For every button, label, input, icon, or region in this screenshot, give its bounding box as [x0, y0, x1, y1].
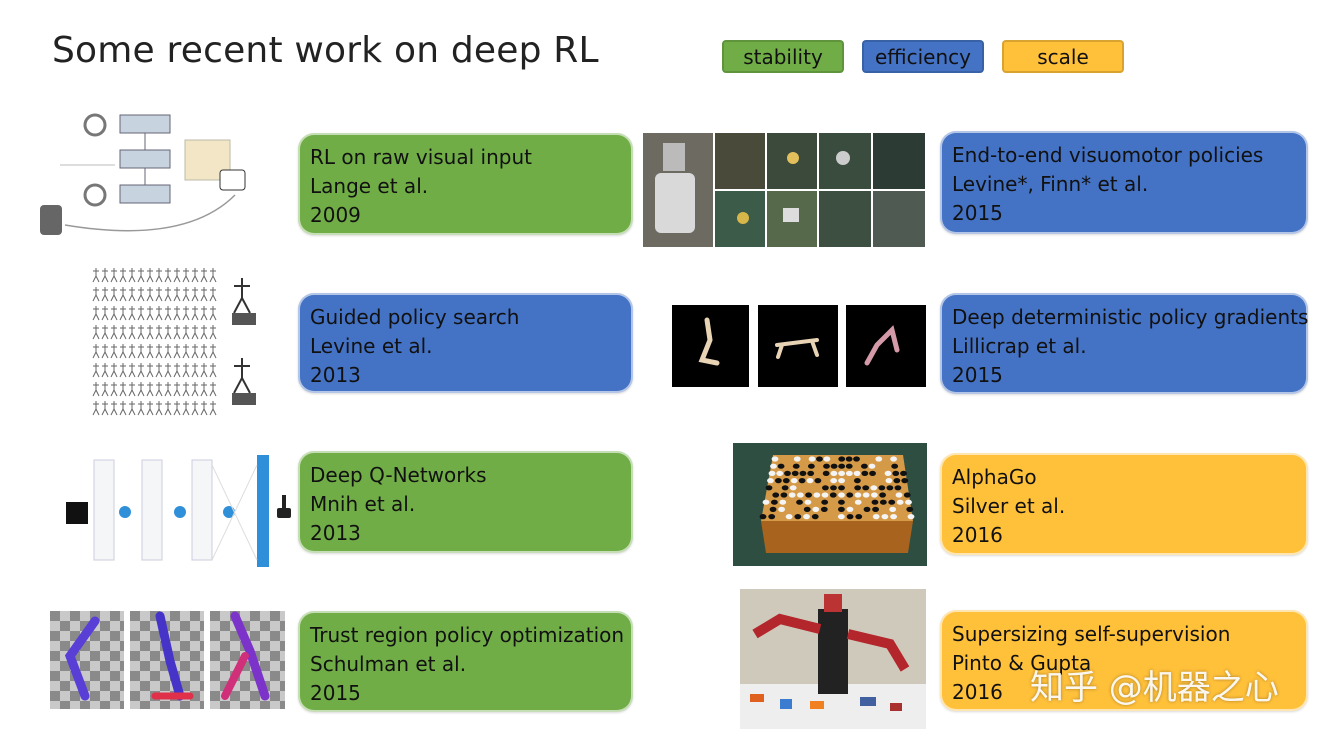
card-year: 2013	[310, 521, 361, 545]
card-authors: Lillicrap et al.	[952, 334, 1087, 358]
supersizing-robot-photo	[740, 589, 926, 729]
alphago-board	[733, 443, 927, 566]
card-title: Trust region policy optimization	[310, 623, 625, 647]
legend-efficiency: efficiency	[862, 40, 984, 73]
card-year: 2013	[310, 363, 361, 387]
legend-scale: scale	[1002, 40, 1124, 73]
card-title: End-to-end visuomotor policies	[952, 143, 1264, 167]
card-title: Deep deterministic policy gradients	[952, 305, 1309, 329]
card-supersizing: Supersizing self-supervision Pinto & Gup…	[940, 610, 1308, 711]
rl-visual-diagram	[35, 105, 290, 245]
card-ddpg: Deep deterministic policy gradients Lill…	[940, 293, 1308, 394]
card-title: Guided policy search	[310, 305, 520, 329]
card-year: 2016	[952, 523, 1003, 547]
card-authors: Pinto & Gupta	[952, 651, 1092, 675]
card-title: Deep Q-Networks	[310, 463, 487, 487]
card-authors: Silver et al.	[952, 494, 1066, 518]
card-year: 2015	[952, 201, 1003, 225]
card-year: 2015	[310, 681, 361, 705]
card-year: 2015	[952, 363, 1003, 387]
legend-stability: stability	[722, 40, 844, 73]
card-visuomotor: End-to-end visuomotor policies Levine*, …	[940, 131, 1308, 234]
card-title: Supersizing self-supervision	[952, 622, 1231, 646]
card-title: RL on raw visual input	[310, 145, 532, 169]
card-year: 2009	[310, 203, 361, 227]
card-trpo: Trust region policy optimization Schulma…	[298, 611, 633, 712]
card-authors: Levine et al.	[310, 334, 433, 358]
guided-policy-figures	[92, 258, 272, 418]
card-authors: Lange et al.	[310, 174, 429, 198]
trpo-walkers	[50, 611, 285, 709]
card-rl-raw-visual: RL on raw visual input Lange et al. 2009	[298, 133, 633, 235]
card-authors: Schulman et al.	[310, 652, 467, 676]
dqn-architecture	[62, 440, 302, 575]
card-deep-q-networks: Deep Q-Networks Mnih et al. 2013	[298, 451, 633, 553]
ddpg-simulations	[672, 305, 927, 387]
card-guided-policy-search: Guided policy search Levine et al. 2013	[298, 293, 633, 393]
card-authors: Mnih et al.	[310, 492, 416, 516]
visuomotor-photo-grid	[643, 133, 925, 247]
card-year: 2016	[952, 680, 1003, 704]
card-alphago: AlphaGo Silver et al. 2016	[940, 453, 1308, 555]
card-authors: Levine*, Finn* et al.	[952, 172, 1149, 196]
card-title: AlphaGo	[952, 465, 1037, 489]
watermark: 知乎 @机器之心	[1030, 668, 1279, 708]
slide-title: Some recent work on deep RL	[52, 30, 599, 71]
